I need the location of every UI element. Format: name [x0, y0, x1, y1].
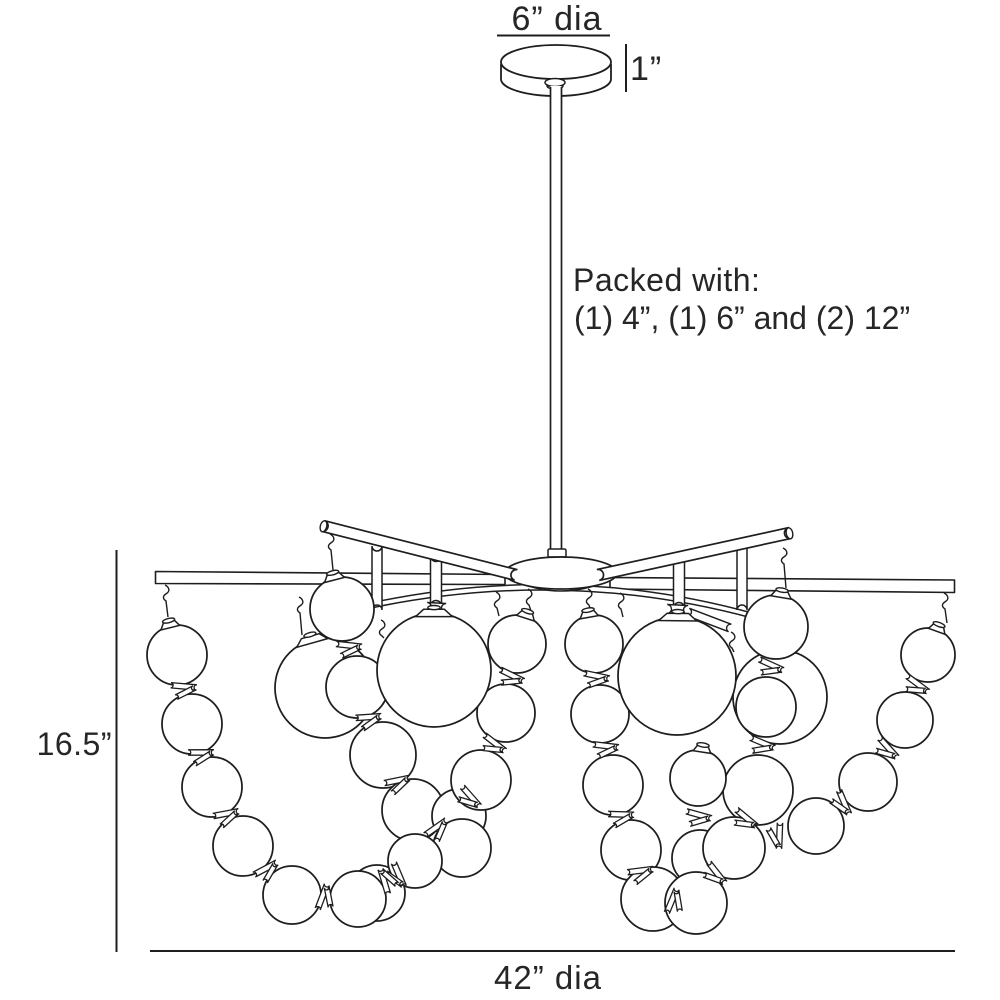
- svg-text:Packed with:: Packed with:: [573, 262, 760, 298]
- svg-text:1”: 1”: [630, 50, 662, 88]
- svg-text:6” dia: 6” dia: [511, 0, 602, 38]
- svg-text:42” dia: 42” dia: [494, 959, 602, 996]
- svg-text:(1) 4”, (1) 6” and (2) 12”: (1) 4”, (1) 6” and (2) 12”: [574, 300, 910, 336]
- svg-text:16.5”: 16.5”: [37, 726, 112, 762]
